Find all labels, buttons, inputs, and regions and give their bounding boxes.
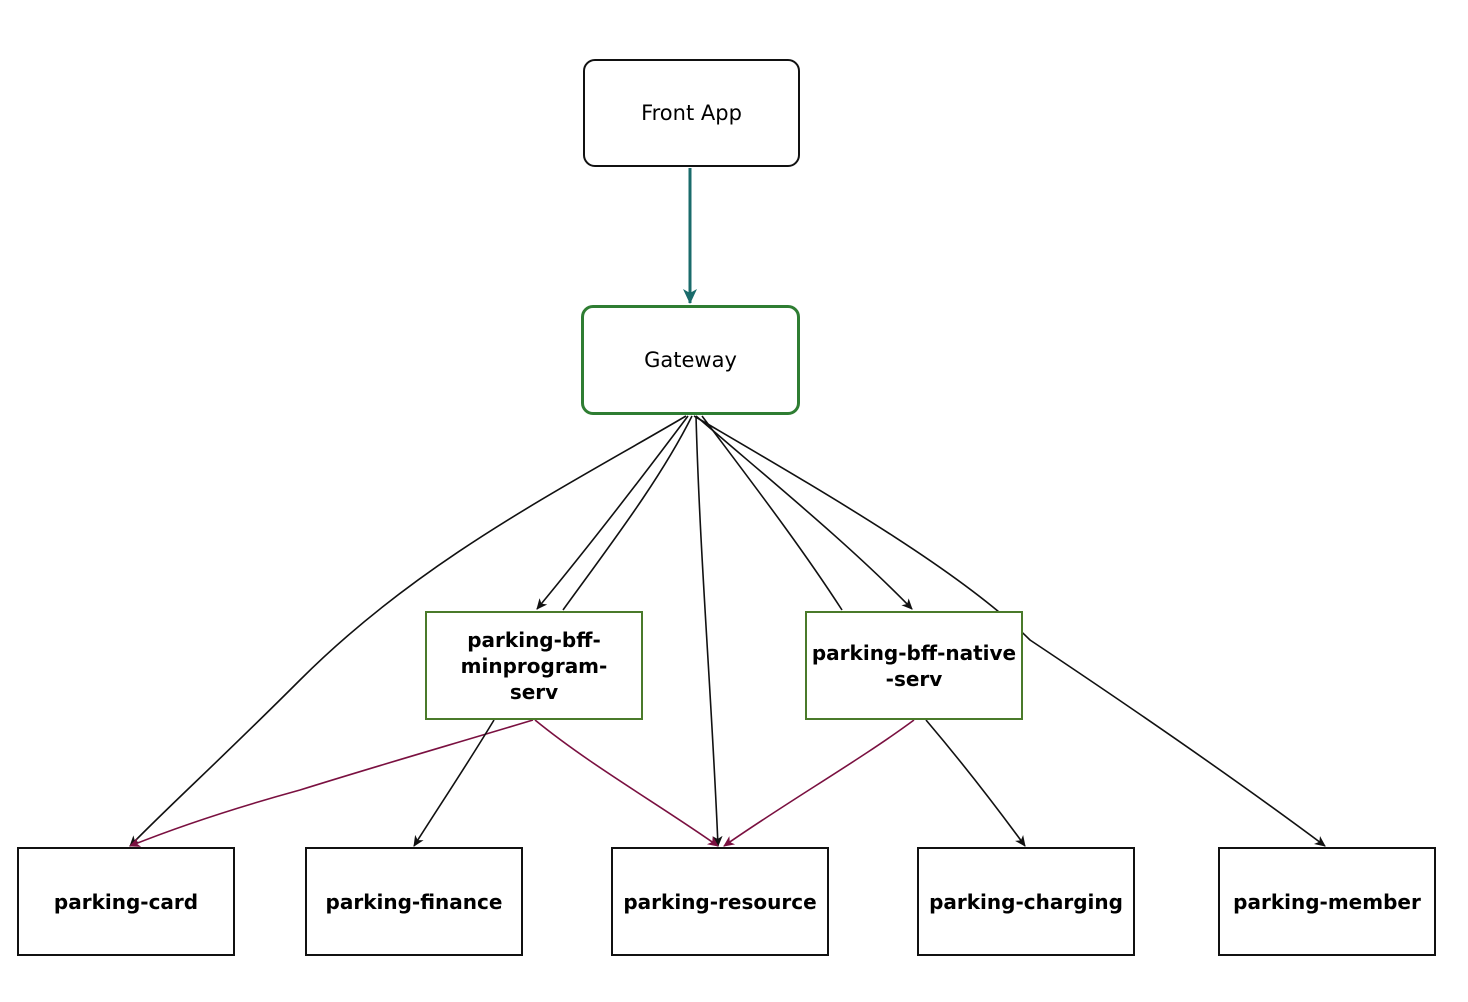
parking-finance-label: parking-finance	[325, 889, 503, 914]
edge-gateway-to-member	[693, 415, 1326, 847]
bff-native-label: parking-bff-native-serv	[811, 640, 1017, 691]
parking-member-node: parking-member	[1218, 847, 1436, 956]
parking-resource-node: parking-resource	[611, 847, 829, 956]
bff-native-node: parking-bff-native-serv	[805, 611, 1023, 720]
gateway-label: Gateway	[644, 348, 737, 372]
gateway-node: Gateway	[581, 305, 800, 415]
parking-card-label: parking-card	[53, 889, 199, 914]
edge-bff-minprogram-to-resource	[534, 719, 719, 847]
edge-gateway-line-minprogram	[562, 415, 693, 611]
edge-gateway-line-native	[701, 415, 843, 611]
edge-bff-native-to-resource	[723, 719, 915, 847]
parking-member-label: parking-member	[1233, 889, 1421, 914]
bff-minprogram-label: parking-bff-minprogram-serv	[460, 627, 608, 704]
parking-charging-node: parking-charging	[917, 847, 1135, 956]
edge-gateway-to-resource	[695, 415, 723, 847]
edge-bff-minprogram-to-card	[129, 719, 534, 847]
parking-card-node: parking-card	[17, 847, 235, 956]
edge-gateway-to-bff-minprogram	[536, 415, 689, 610]
parking-resource-label: parking-resource	[623, 889, 817, 914]
front-app-label: Front App	[641, 101, 742, 125]
bff-minprogram-node: parking-bff-minprogram-serv	[425, 611, 643, 720]
parking-finance-node: parking-finance	[305, 847, 523, 956]
front-app-node: Front App	[583, 59, 800, 167]
edge-bff-native-to-charging	[925, 719, 1026, 847]
parking-charging-label: parking-charging	[929, 889, 1123, 914]
edge-bff-minprogram-to-finance	[413, 719, 495, 847]
edge-gateway-to-bff-native	[695, 415, 913, 610]
edge-gateway-to-card	[129, 415, 687, 847]
